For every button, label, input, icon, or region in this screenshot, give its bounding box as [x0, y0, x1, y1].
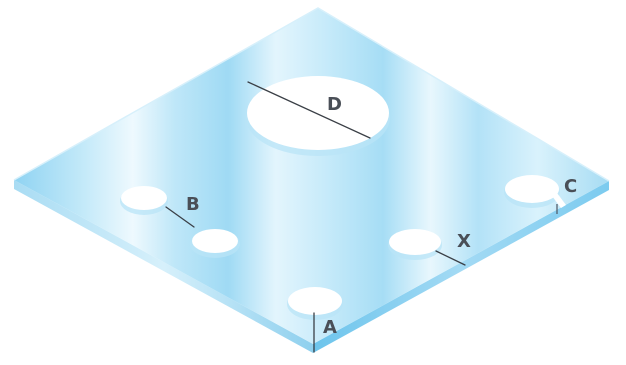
plate-left-edge [14, 180, 313, 353]
label-b: B [186, 194, 200, 215]
hole-b-upper [121, 186, 167, 210]
label-c: C [564, 176, 577, 197]
plate-right-edge [313, 181, 609, 353]
dimension-line-x [435, 250, 466, 266]
hole-a [288, 287, 342, 315]
dimension-line-b [165, 206, 195, 228]
hole-b-lower [192, 229, 238, 253]
hole-c-slot [552, 193, 566, 208]
label-a: A [323, 317, 337, 338]
dimension-line-d [247, 81, 371, 139]
label-x: X [457, 231, 471, 252]
hole-x [389, 229, 441, 255]
hole-c [505, 175, 559, 203]
plate-top-surface [14, 8, 609, 344]
plate-top-edge-highlight [13, 7, 610, 182]
label-d: D [327, 94, 342, 115]
hole-d [247, 76, 389, 150]
